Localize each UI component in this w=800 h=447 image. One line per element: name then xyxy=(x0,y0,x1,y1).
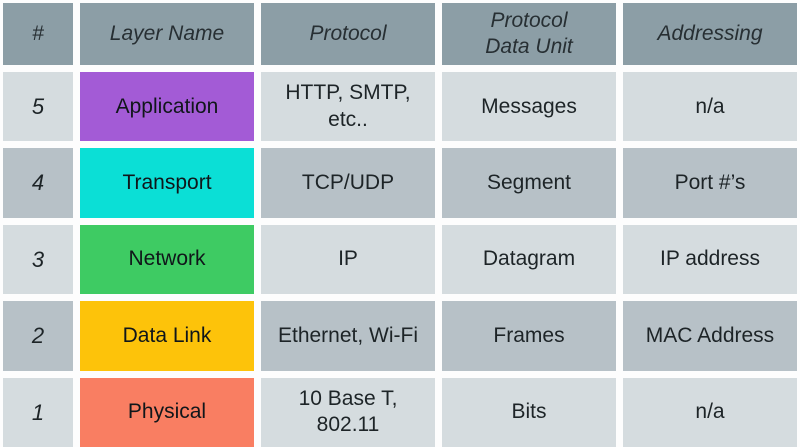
layer-1-protocol: 10 Base T, 802.11 xyxy=(261,377,435,447)
layer-2-addressing: MAC Address xyxy=(623,301,797,371)
layer-3-pdu: Datagram xyxy=(442,224,616,295)
header-cell-protocol-data-unit: Protocol Data Unit xyxy=(442,3,616,65)
layer-4-protocol: TCP/UDP xyxy=(261,148,435,218)
layer-2-pdu: Frames xyxy=(442,301,616,371)
layer-4-pdu: Segment xyxy=(442,148,616,218)
layer-5-pdu: Messages xyxy=(442,72,616,142)
layer-1-number: 1 xyxy=(3,377,73,447)
layer-5-name-cell: Application xyxy=(80,72,254,142)
layer-1-addressing: n/a xyxy=(623,377,797,447)
header-cell-layer-name: Layer Name xyxy=(80,3,254,65)
layer-5-addressing: n/a xyxy=(623,72,797,142)
layer-4-addressing: Port #’s xyxy=(623,148,797,218)
layer-5-protocol: HTTP, SMTP, etc.. xyxy=(261,72,435,142)
layer-1-name-cell: Physical xyxy=(80,377,254,447)
header-cell-protocol: Protocol xyxy=(261,3,435,65)
layer-4-number: 4 xyxy=(3,148,73,218)
layer-2-number: 2 xyxy=(3,301,73,371)
layer-4-name-cell: Transport xyxy=(80,148,254,218)
header-cell-addressing: Addressing xyxy=(623,3,797,65)
layer-5-number: 5 xyxy=(3,72,73,142)
layer-3-addressing: IP address xyxy=(623,224,797,295)
layer-2-name-cell: Data Link xyxy=(80,301,254,371)
layer-3-name-cell: Network xyxy=(80,224,254,295)
layer-2-protocol: Ethernet, Wi-Fi xyxy=(261,301,435,371)
layer-1-pdu: Bits xyxy=(442,377,616,447)
layer-3-protocol: IP xyxy=(261,224,435,295)
header-cell-number: # xyxy=(3,3,73,65)
layer-3-number: 3 xyxy=(3,224,73,295)
